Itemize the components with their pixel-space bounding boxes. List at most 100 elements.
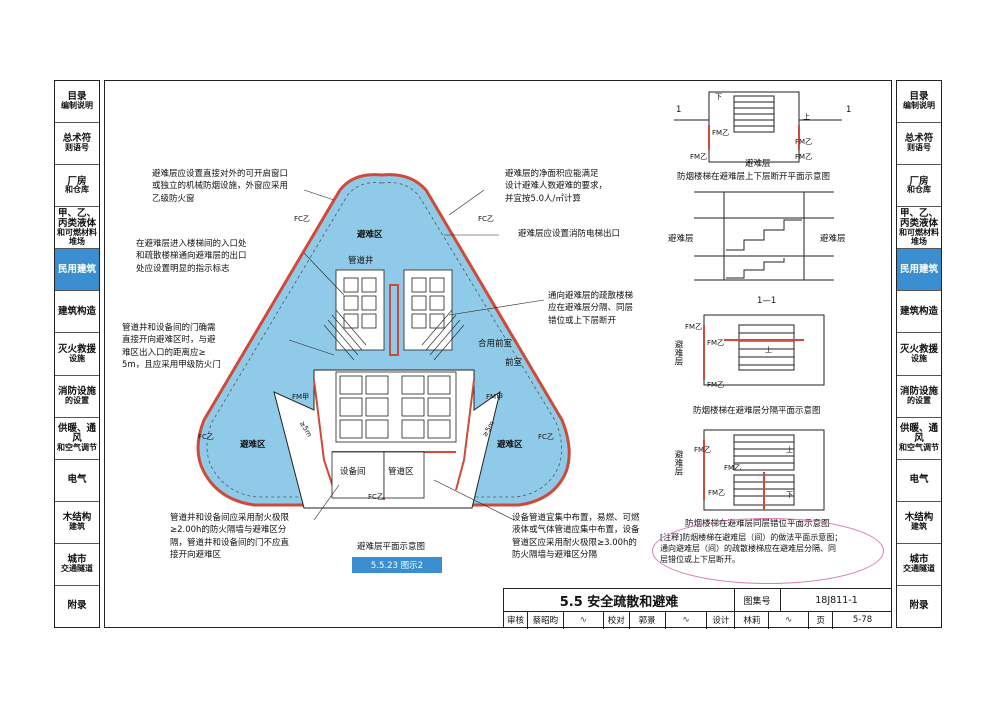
pipe-area-label: 管道区 bbox=[388, 467, 414, 477]
title-block-row-1: 5.5 安全疏散和避难 图集号 18J811-1 bbox=[504, 589, 892, 612]
section-1-1-label: 1—1 bbox=[757, 296, 777, 306]
left-tab-10[interactable]: 木结构建筑 bbox=[55, 502, 99, 544]
fm-label-j: FM乙 bbox=[708, 489, 726, 497]
down-label-1: 下 bbox=[715, 93, 722, 101]
left-tab-label: 供暖、通风 bbox=[57, 423, 96, 444]
right-tab-11[interactable]: 城市交通隧道 bbox=[897, 544, 941, 586]
atlas-number: 18J811-1 bbox=[815, 594, 858, 606]
antechamber-label: 前室 bbox=[505, 358, 523, 368]
fc-label-2: FC乙 bbox=[478, 215, 494, 223]
right-tab-label: 木结构 bbox=[904, 512, 934, 524]
fc-label-1: FC乙 bbox=[294, 215, 310, 223]
drawing-frame bbox=[104, 80, 892, 628]
right-tab-4[interactable]: 民用建筑 bbox=[897, 249, 941, 292]
left-tab-3[interactable]: 甲、乙、丙类液体和可燃材料堆场 bbox=[55, 207, 99, 250]
right-tab-8[interactable]: 供暖、通风和空气调节 bbox=[897, 418, 941, 460]
left-tab-8[interactable]: 供暖、通风和空气调节 bbox=[55, 418, 99, 460]
review-label: 审核 bbox=[504, 611, 528, 629]
up-label-2: 上 bbox=[765, 346, 772, 354]
highlight-ellipse bbox=[652, 518, 884, 584]
fm-label-b: FM乙 bbox=[795, 138, 813, 146]
right-tab-label: 供暖、通风 bbox=[899, 423, 938, 444]
left-tab-sublabel: 建筑 bbox=[69, 522, 85, 532]
left-tab-label: 消防设施 bbox=[57, 385, 96, 397]
left-tab-label: 灭火救援 bbox=[57, 343, 96, 355]
right-tab-label: 电气 bbox=[909, 474, 929, 486]
left-tab-9[interactable]: 电气 bbox=[55, 460, 99, 502]
right-tab-3[interactable]: 甲、乙、丙类液体和可燃材料堆场 bbox=[897, 207, 941, 250]
right-tab-label: 甲、乙、丙类液体 bbox=[899, 208, 938, 230]
designer-name: 林莉 bbox=[735, 611, 770, 629]
right-tab-5[interactable]: 建筑构造 bbox=[897, 291, 941, 334]
combined-antechamber-label: 合用前室 bbox=[478, 339, 513, 349]
title-block-row-2: 审核 蔡昭昀 ∿ 校对 郭景 ∿ 设计 林莉 ∿ 页 5-78 bbox=[504, 611, 892, 629]
left-tab-sublabel: 和可燃材料堆场 bbox=[57, 228, 97, 246]
checker-signature: ∿ bbox=[666, 611, 708, 629]
left-tab-sublabel: 则语号 bbox=[65, 143, 89, 153]
right-tab-label: 建筑构造 bbox=[899, 305, 938, 317]
left-tab-12[interactable]: 附录 bbox=[55, 586, 99, 627]
left-tab-label: 附录 bbox=[67, 600, 87, 612]
left-tab-5[interactable]: 建筑构造 bbox=[55, 291, 99, 334]
left-tab-label: 目录 bbox=[67, 91, 87, 103]
left-tab-0[interactable]: 目录编制说明 bbox=[55, 81, 99, 124]
right-tab-6[interactable]: 灭火救援设施 bbox=[897, 333, 941, 376]
right-tab-sublabel: 和可燃材料堆场 bbox=[899, 228, 939, 246]
right-tab-label: 总术符 bbox=[904, 133, 934, 145]
left-tab-sublabel: 设施 bbox=[69, 353, 85, 363]
right-tab-sublabel: 和空气调节 bbox=[899, 442, 939, 452]
fm-label-i: FM乙 bbox=[724, 464, 742, 472]
check-label: 校对 bbox=[604, 611, 630, 629]
left-tab-label: 甲、乙、丙类液体 bbox=[57, 208, 96, 230]
right-tab-9[interactable]: 电气 bbox=[897, 460, 941, 502]
right-tab-label: 附录 bbox=[909, 600, 929, 612]
note-equipment-pipes: 设备管道宜集中布置，易燃、可燃 液体或气体管道应集中布置，设备 管道区应采用耐火… bbox=[512, 513, 640, 560]
left-tab-2[interactable]: 厂房和仓库 bbox=[55, 165, 99, 208]
left-tab-sublabel: 和仓库 bbox=[65, 185, 89, 195]
right-tab-12[interactable]: 附录 bbox=[897, 586, 941, 627]
right-tab-label: 民用建筑 bbox=[899, 263, 938, 275]
note-pipe-wall: 管道井和设备间应采用耐火极限 ≥2.00h的防火隔墙与避难区分 隔，管道井和设备… bbox=[170, 513, 290, 560]
refuge-layer-label-1: 避难层 bbox=[745, 159, 771, 169]
stair-left bbox=[335, 269, 385, 351]
right-tab-label: 目录 bbox=[909, 91, 929, 103]
atlas-label: 图集号 bbox=[734, 589, 781, 611]
right-tab-0[interactable]: 目录编制说明 bbox=[897, 81, 941, 124]
reviewer-signature: ∿ bbox=[564, 611, 604, 629]
right-tab-1[interactable]: 总术符则语号 bbox=[897, 123, 941, 166]
reviewer-name: 蔡昭昀 bbox=[528, 611, 564, 629]
right-tab-sublabel: 设施 bbox=[911, 353, 927, 363]
fm-label-2: FM甲 bbox=[486, 393, 504, 401]
fm-label-h: FM乙 bbox=[694, 446, 712, 454]
right-tab-label: 厂房 bbox=[909, 175, 929, 187]
left-tab-11[interactable]: 城市交通隧道 bbox=[55, 544, 99, 586]
left-tab-sublabel: 编制说明 bbox=[61, 101, 93, 111]
fm-label-a: FM乙 bbox=[712, 129, 730, 137]
fm-label-1: FM甲 bbox=[292, 393, 310, 401]
up-label-3: 上 bbox=[786, 446, 793, 454]
figure-tag: 5.5.23 图示2 bbox=[352, 557, 442, 573]
refuge-area-right-label: 避难区 bbox=[497, 440, 523, 450]
design-label: 设计 bbox=[707, 611, 736, 629]
right-tab-sublabel: 交通隧道 bbox=[903, 564, 935, 574]
section-mark-right: 1 bbox=[846, 105, 852, 115]
left-sidebar: 目录编制说明总术符则语号厂房和仓库甲、乙、丙类液体和可燃材料堆场民用建筑建筑构造… bbox=[54, 80, 100, 628]
left-tab-6[interactable]: 灭火救援设施 bbox=[55, 333, 99, 376]
right-tab-sublabel: 则语号 bbox=[907, 143, 931, 153]
left-tab-1[interactable]: 总术符则语号 bbox=[55, 123, 99, 166]
refuge-area-left-label: 避难区 bbox=[240, 440, 266, 450]
left-tab-4[interactable]: 民用建筑 bbox=[55, 249, 99, 292]
diagram-caption-2: 防烟楼梯在避难层分隔平面示意图 bbox=[693, 406, 821, 416]
refuge-floor-plan bbox=[196, 173, 571, 521]
fc-label-4: FC乙 bbox=[538, 433, 554, 441]
left-tab-label: 城市 bbox=[67, 554, 87, 566]
right-tab-2[interactable]: 厂房和仓库 bbox=[897, 165, 941, 208]
left-tab-7[interactable]: 消防设施的设置 bbox=[55, 376, 99, 418]
left-tab-sublabel: 和空气调节 bbox=[57, 442, 97, 452]
section-mark-left: 1 bbox=[676, 105, 682, 115]
note-fire-elevator: 避难层应设置消防电梯出口 bbox=[518, 229, 621, 239]
right-tab-10[interactable]: 木结构建筑 bbox=[897, 502, 941, 544]
right-tab-7[interactable]: 消防设施的设置 bbox=[897, 376, 941, 418]
right-tab-sublabel: 和仓库 bbox=[907, 185, 931, 195]
right-sidebar: 目录编制说明总术符则语号厂房和仓库甲、乙、丙类液体和可燃材料堆场民用建筑建筑构造… bbox=[896, 80, 942, 628]
